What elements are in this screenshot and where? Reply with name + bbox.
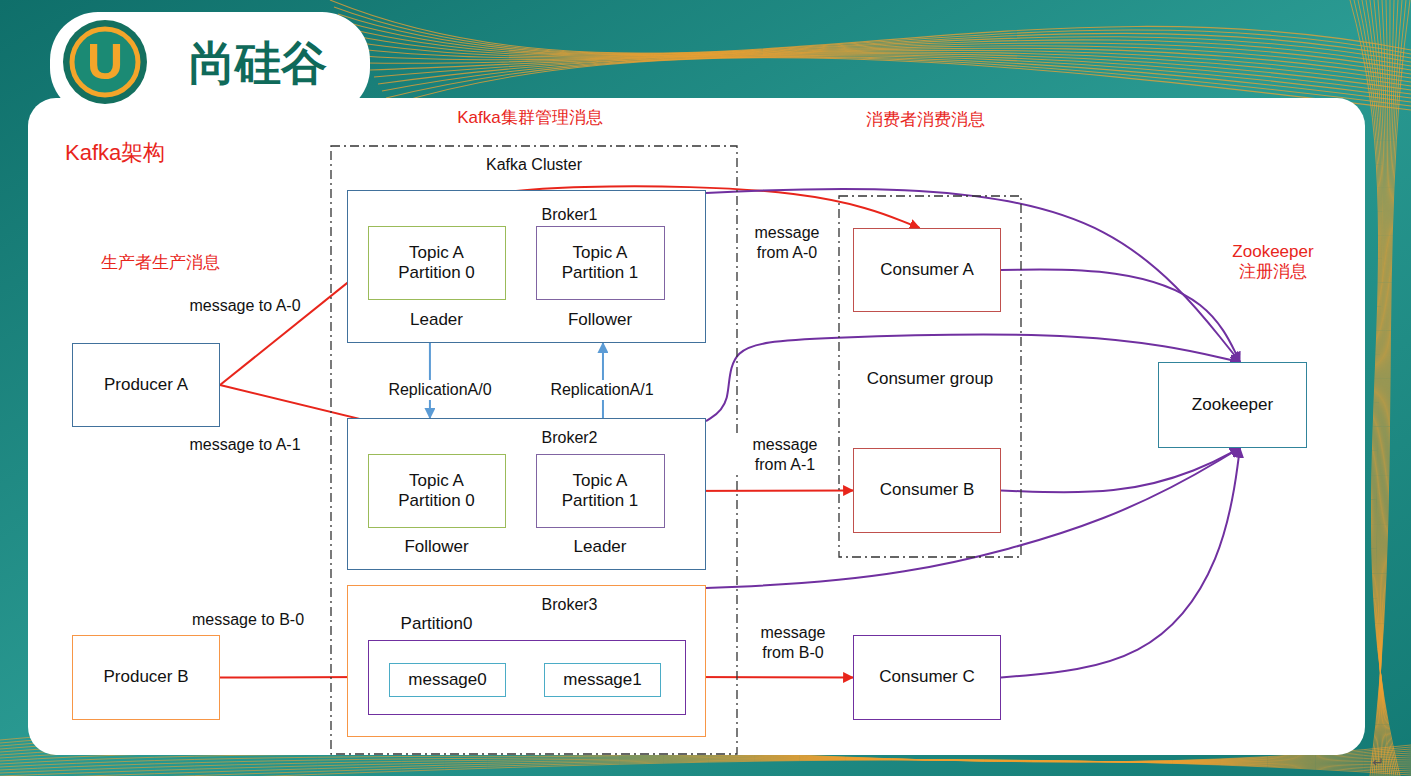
box-heading: Broker3 xyxy=(541,595,597,614)
box-heading: Follower xyxy=(404,537,468,557)
wave-stroke xyxy=(382,56,1411,102)
box-label: Zookeeper xyxy=(1192,395,1273,415)
section-note: Kafka集群管理消息 xyxy=(457,108,602,128)
box-heading: Broker1 xyxy=(541,205,597,224)
box-heading: Leader xyxy=(574,537,627,557)
box-label: message0 xyxy=(408,670,486,690)
producer-box: Producer A xyxy=(72,343,220,427)
box-heading: Leader xyxy=(410,310,463,330)
edge-label: ReplicationA/0 xyxy=(385,380,494,400)
slide-title: Kafka架构 xyxy=(65,138,165,168)
box-label: Producer A xyxy=(104,375,188,395)
box-heading: Consumer group xyxy=(867,368,994,388)
partition-box: Topic A Partition 1Follower xyxy=(536,226,665,299)
edge-label: message from B-0 xyxy=(744,623,842,663)
edge-label: ReplicationA/1 xyxy=(547,380,656,400)
edge-label: message to B-0 xyxy=(189,610,307,630)
broker-box: Broker1Topic A Partition 0LeaderTopic A … xyxy=(347,190,706,343)
registration-arrow xyxy=(1001,448,1240,678)
logo-ring xyxy=(72,29,138,95)
consumer-box: Consumer A xyxy=(853,228,1001,312)
broker-box: Broker2Topic A Partition 0FollowerTopic … xyxy=(347,418,706,570)
zookeeper-box: Zookeeper xyxy=(1158,362,1307,448)
box-heading: Follower xyxy=(568,310,632,330)
edge-label: message from A-1 xyxy=(736,435,834,475)
box-heading: Kafka Cluster xyxy=(486,155,582,174)
section-note: 消费者消费消息 xyxy=(866,110,985,130)
producer-box: Producer B xyxy=(72,635,220,720)
box-label: Consumer C xyxy=(879,667,974,687)
registration-arrow xyxy=(706,189,1240,362)
logo-letter: U xyxy=(87,32,123,92)
section-note: Zookeeper 注册消息 xyxy=(1223,242,1323,283)
consumer-group-region: Consumer group Consumer A Consumer B xyxy=(838,195,1022,558)
message-box: message0 xyxy=(389,663,506,697)
box-label: Consumer A xyxy=(880,260,974,280)
logo-wordmark: 尚硅谷 xyxy=(189,36,327,91)
message-arrow xyxy=(220,676,368,679)
edge-label: message to A-1 xyxy=(186,435,303,455)
dashdot-rect xyxy=(331,146,737,754)
consumer-box: Consumer B xyxy=(853,448,1001,533)
box-heading: Broker2 xyxy=(541,428,597,447)
partition-box: Partition0message0message1 xyxy=(368,640,686,715)
wave-stroke xyxy=(0,760,1411,776)
box-label: Topic A Partition 1 xyxy=(548,243,652,284)
wave-stroke xyxy=(1370,0,1410,776)
paragraph-mark: ↵ xyxy=(1372,754,1384,771)
box-label: Topic A Partition 0 xyxy=(385,243,489,284)
box-label: Topic A Partition 1 xyxy=(548,471,652,512)
consumer-box: Consumer C xyxy=(853,635,1001,720)
cluster-region: Kafka ClusterBroker1Topic A Partition 0L… xyxy=(330,145,738,755)
box-label: Consumer B xyxy=(880,480,974,500)
dashdot-rect xyxy=(839,196,1021,557)
partition-box: Topic A Partition 0Follower xyxy=(368,454,506,527)
broker-box: Broker3Partition0 message0 message1 xyxy=(347,585,706,737)
wave-stroke xyxy=(366,52,1411,86)
logo-circle xyxy=(63,20,147,104)
edge-label: message from A-0 xyxy=(738,223,836,263)
section-note: 生产者生产消息 xyxy=(101,253,220,273)
box-label: Producer B xyxy=(103,667,188,687)
edge-label: message to A-0 xyxy=(186,296,303,316)
box-label: message1 xyxy=(563,670,641,690)
box-label: Topic A Partition 0 xyxy=(385,471,489,512)
partition-box: Topic A Partition 1Leader xyxy=(536,454,665,527)
message-box: message1 xyxy=(544,663,661,697)
message-arrow xyxy=(686,676,854,679)
logo-panel xyxy=(50,12,370,116)
white-panel xyxy=(28,98,1365,755)
message-arrow xyxy=(220,267,368,385)
partition-box: Topic A Partition 0Leader xyxy=(368,226,506,299)
box-heading: Partition0 xyxy=(401,614,473,634)
wave-stroke xyxy=(1372,0,1406,776)
registration-arrow xyxy=(1001,269,1240,362)
